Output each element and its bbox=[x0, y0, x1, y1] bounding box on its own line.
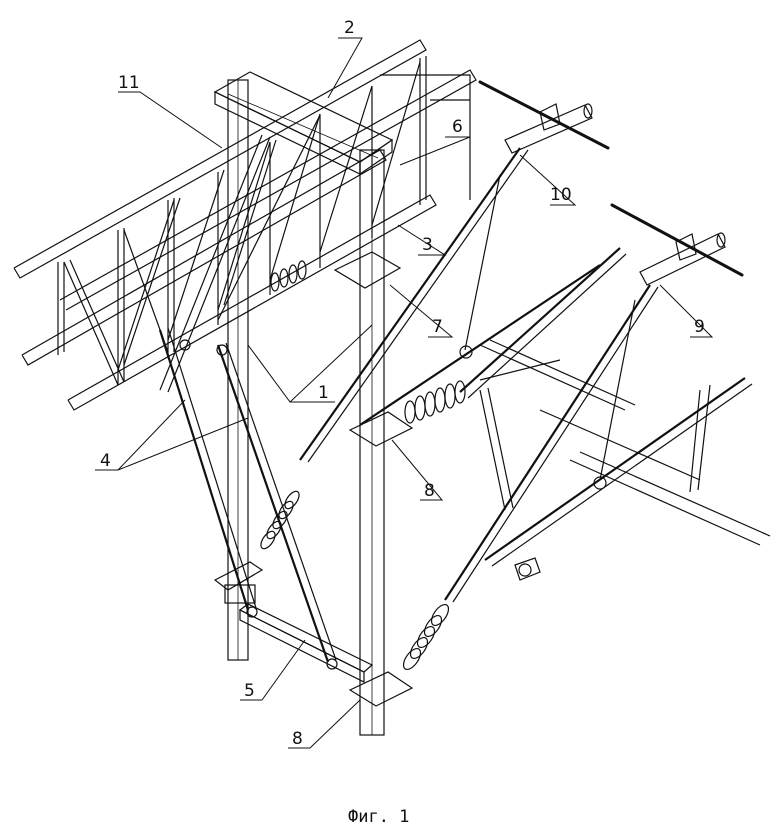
braces bbox=[158, 327, 338, 670]
upper-insulator bbox=[260, 490, 300, 550]
label-1: 1 bbox=[318, 383, 329, 403]
figure-caption: Фиг. 1 bbox=[348, 807, 409, 827]
top-insulator bbox=[270, 260, 307, 292]
insulator-struts bbox=[260, 147, 659, 671]
label-2: 2 bbox=[344, 18, 355, 38]
horizontal-insulator bbox=[404, 380, 466, 424]
label-4: 4 bbox=[100, 451, 111, 471]
label-11: 11 bbox=[118, 73, 140, 93]
label-7: 7 bbox=[432, 317, 443, 337]
label-6: 6 bbox=[452, 117, 463, 137]
label-10: 10 bbox=[550, 185, 572, 205]
label-5: 5 bbox=[244, 681, 255, 701]
lower-insulator bbox=[402, 603, 450, 671]
leader-lines bbox=[95, 37, 714, 749]
label-9: 9 bbox=[694, 317, 705, 337]
label-8-lower: 8 bbox=[292, 729, 303, 749]
part-labels: 1 2 3 4 5 6 7 8 8 9 10 11 bbox=[100, 18, 705, 749]
vertical-posts bbox=[213, 71, 414, 736]
label-3: 3 bbox=[422, 235, 433, 255]
lattice-truss bbox=[13, 39, 477, 411]
catenary-wires bbox=[478, 80, 744, 286]
cantilever-arms bbox=[359, 247, 771, 581]
label-8-upper: 8 bbox=[424, 481, 435, 501]
